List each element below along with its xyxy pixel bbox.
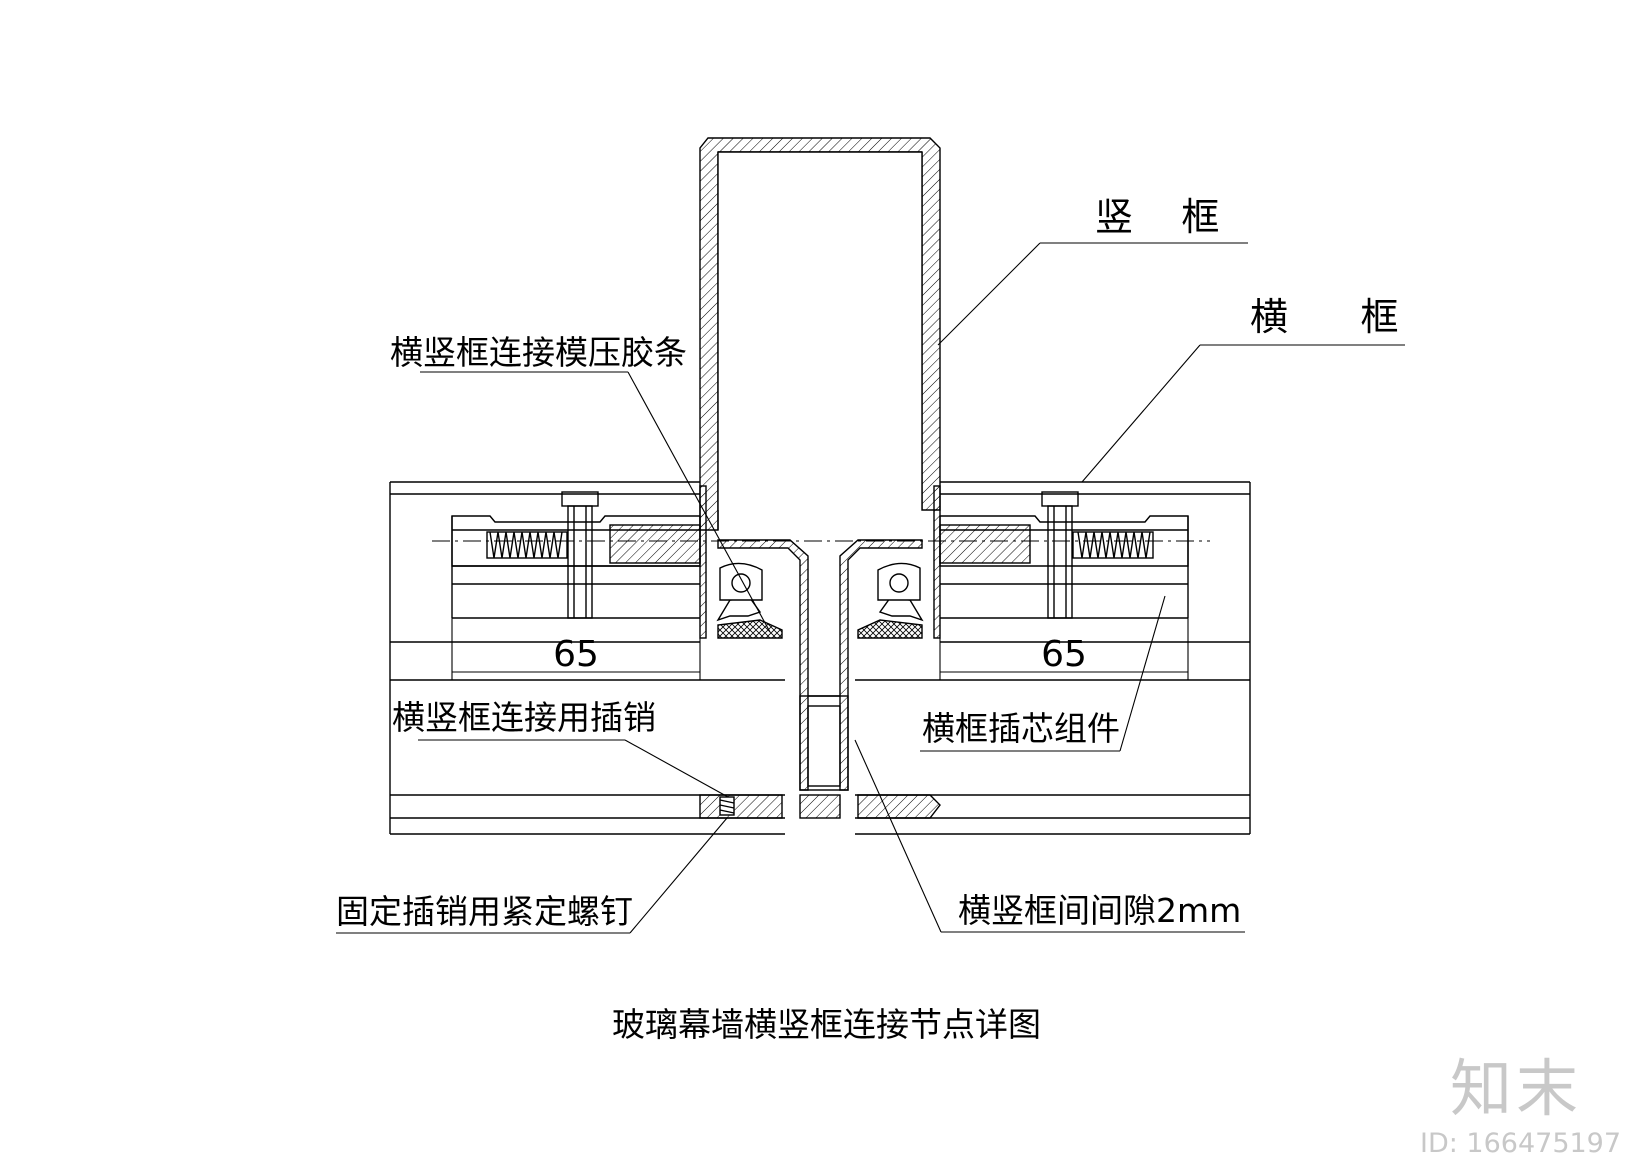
label-connection-pin: 横竖框连接用插销 xyxy=(392,698,656,737)
drawing-caption: 玻璃幕墙横竖框连接节点详图 xyxy=(612,1005,1041,1044)
dimension-left: 65 xyxy=(553,634,599,675)
label-set-screw: 固定插销用紧定螺钉 xyxy=(336,892,633,931)
gasket-right xyxy=(857,485,941,639)
label-gap: 横竖框间间隙2mm xyxy=(958,891,1241,930)
watermark-id: ID: 166475197 xyxy=(1420,1128,1621,1159)
dimension-lines xyxy=(451,618,1189,680)
mullion-profile xyxy=(699,137,941,531)
label-mullion: 竖 框 xyxy=(1095,195,1219,239)
dimension-right: 65 xyxy=(1041,634,1087,675)
watermark-logo: 知末 xyxy=(1450,1052,1582,1125)
label-transom: 横 框 xyxy=(1250,295,1398,339)
transom-right xyxy=(799,481,1251,835)
mullion-lower-flange xyxy=(717,539,923,791)
transom-left xyxy=(389,481,785,835)
leader-lines xyxy=(336,242,1405,934)
label-molded-gasket: 横竖框连接模压胶条 xyxy=(390,333,687,372)
label-transom-insert-assembly: 横框插芯组件 xyxy=(922,709,1120,748)
